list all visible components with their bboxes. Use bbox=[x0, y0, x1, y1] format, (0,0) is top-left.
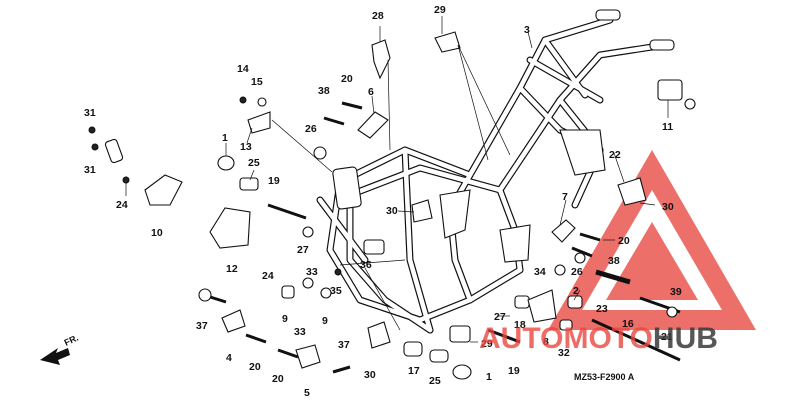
callout-1: 1 bbox=[486, 371, 492, 383]
callout-10: 10 bbox=[151, 227, 163, 239]
callout-16: 16 bbox=[622, 318, 634, 330]
callout-4: 4 bbox=[226, 352, 232, 364]
callout-22: 22 bbox=[609, 149, 621, 161]
callout-11: 11 bbox=[662, 121, 673, 133]
callout-24: 24 bbox=[116, 199, 128, 211]
callout-27: 27 bbox=[494, 311, 506, 323]
callout-1: 1 bbox=[222, 132, 228, 144]
direction-label: FR. bbox=[63, 333, 80, 348]
callout-2: 2 bbox=[573, 285, 579, 297]
callout-13: 13 bbox=[240, 141, 252, 153]
callout-30: 30 bbox=[386, 205, 398, 217]
callout-30: 30 bbox=[662, 201, 674, 213]
callout-9: 9 bbox=[322, 315, 328, 327]
callout-33: 33 bbox=[306, 266, 318, 278]
callout-8: 8 bbox=[543, 336, 549, 348]
callout-29: 29 bbox=[434, 4, 446, 16]
callout-25: 25 bbox=[248, 157, 260, 169]
callout-6: 6 bbox=[368, 86, 374, 98]
callout-27: 27 bbox=[297, 244, 309, 256]
callout-34: 34 bbox=[534, 266, 546, 278]
callout-20: 20 bbox=[272, 373, 284, 385]
callout-31: 31 bbox=[84, 107, 96, 119]
callout-5: 5 bbox=[304, 387, 310, 399]
callout-3: 3 bbox=[524, 24, 530, 36]
callout-26: 26 bbox=[305, 123, 317, 135]
callout-28: 28 bbox=[372, 10, 384, 22]
leader-lines bbox=[225, 16, 669, 343]
watermark-moto: MOTO bbox=[563, 322, 652, 355]
callout-35: 35 bbox=[330, 285, 342, 297]
svg-text:AUTOMOTOHUB: AUTOMOTOHUB bbox=[479, 322, 718, 355]
callout-19: 19 bbox=[508, 365, 520, 377]
callout-7: 7 bbox=[562, 191, 568, 203]
callout-20: 20 bbox=[249, 361, 261, 373]
callout-labels: 1 1 2 3 4 5 6 7 8 9 9 10 11 12 13 14 15 … bbox=[84, 4, 682, 399]
callout-26: 26 bbox=[571, 266, 583, 278]
callout-29: 29 bbox=[481, 338, 493, 350]
callout-31: 31 bbox=[84, 164, 96, 176]
watermark-text: AUTOMOTOHUB bbox=[479, 322, 718, 355]
small-parts bbox=[88, 31, 696, 380]
callout-38: 38 bbox=[608, 255, 620, 267]
callout-36: 36 bbox=[360, 259, 372, 271]
callout-17: 17 bbox=[408, 365, 420, 377]
callout-37: 37 bbox=[338, 339, 350, 351]
callout-19: 19 bbox=[268, 175, 280, 187]
watermark-hub: HUB bbox=[653, 322, 718, 355]
callout-20: 20 bbox=[341, 73, 353, 85]
callout-20: 20 bbox=[618, 235, 630, 247]
callout-25: 25 bbox=[429, 375, 441, 387]
watermark-auto: AUTO bbox=[479, 322, 563, 355]
callout-37: 37 bbox=[196, 320, 208, 332]
callout-21: 21 bbox=[661, 331, 673, 343]
callout-38: 38 bbox=[318, 85, 330, 97]
callout-18: 18 bbox=[514, 319, 526, 331]
callout-30: 30 bbox=[364, 369, 376, 381]
callout-32: 32 bbox=[558, 347, 570, 359]
callout-23: 23 bbox=[596, 303, 608, 315]
callout-24: 24 bbox=[262, 270, 274, 282]
callout-12: 12 bbox=[226, 263, 238, 275]
callout-15: 15 bbox=[251, 76, 263, 88]
callout-39: 39 bbox=[670, 286, 682, 298]
callout-9: 9 bbox=[282, 313, 288, 325]
callout-33: 33 bbox=[294, 326, 306, 338]
front-direction-arrow: FR. bbox=[40, 333, 80, 365]
diagram-code: MZ53-F2900 A bbox=[574, 372, 635, 382]
callout-14: 14 bbox=[237, 63, 249, 75]
main-frame bbox=[316, 9, 675, 334]
